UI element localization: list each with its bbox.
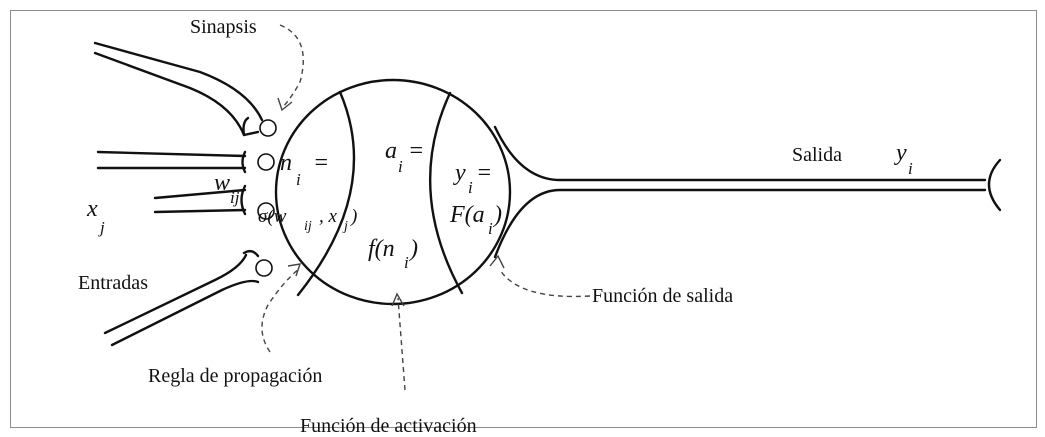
- svg-text:a: a: [385, 138, 397, 164]
- svg-text:i: i: [296, 170, 301, 189]
- input-dendrite-2: [96, 150, 247, 174]
- svg-text:ij: ij: [304, 219, 312, 234]
- svg-text:i: i: [468, 178, 473, 197]
- svg-text:): ): [350, 206, 357, 227]
- propagation-rule-label: Regla de propagación: [148, 365, 322, 387]
- activation-function-label: Función de activación: [300, 415, 477, 437]
- input-dendrite-3: [153, 184, 247, 216]
- net-input-n-i: n i =: [280, 150, 329, 189]
- svg-text:=: =: [408, 138, 424, 164]
- propagation-callout: [261, 267, 301, 353]
- svg-text:F(a: F(a: [449, 202, 485, 228]
- svg-text:): ): [492, 202, 502, 228]
- input-dendrite-1: [93, 41, 264, 137]
- svg-text:=: =: [476, 160, 492, 186]
- svg-text:i: i: [488, 219, 493, 238]
- output-label: Salida: [792, 144, 842, 166]
- axon: [493, 125, 1002, 259]
- propagation-divider: [296, 90, 356, 297]
- output-y-i: y i: [894, 140, 913, 178]
- svg-text:i: i: [908, 159, 913, 178]
- svg-text:, x: , x: [319, 206, 338, 227]
- output-function-callout: [499, 269, 591, 298]
- output-function-callout-arrow: [489, 254, 505, 269]
- svg-text:j: j: [342, 219, 348, 234]
- synapse-circle-2: [257, 153, 275, 171]
- activation-callout: [397, 297, 406, 391]
- svg-text:σ(w: σ(w: [258, 206, 287, 227]
- input-dendrite-4: [103, 249, 260, 347]
- synapse-circle-4: [255, 259, 273, 277]
- inputs-label: Entradas: [78, 272, 148, 294]
- synapse-circle-3: [257, 202, 275, 220]
- svg-text:i: i: [404, 253, 409, 272]
- svg-text:w: w: [214, 170, 230, 196]
- output-divider: [429, 91, 464, 295]
- svg-text:f(n: f(n: [368, 236, 395, 262]
- activation-a-i: a i =: [385, 138, 424, 176]
- activation-f-n-i: f(n i ): [368, 236, 418, 272]
- svg-text:y: y: [894, 140, 907, 166]
- propagation-sigma: σ(w ij , x j ): [258, 206, 357, 234]
- synapse-callout-arrow: [277, 97, 293, 112]
- svg-text:x: x: [86, 196, 98, 222]
- weight-w-ij: w ij: [214, 170, 240, 207]
- synapse-circle-1: [259, 119, 277, 137]
- svg-text:=: =: [313, 150, 329, 176]
- soma-circle: [274, 78, 512, 306]
- activation-callout-arrow: [391, 292, 405, 307]
- svg-text:): ): [408, 236, 418, 262]
- synapse-label: Sinapsis: [190, 16, 257, 38]
- svg-text:j: j: [98, 218, 105, 237]
- svg-text:y: y: [453, 160, 466, 186]
- output-y-i-eq: y i =: [453, 160, 492, 197]
- input-x-j: x j: [86, 196, 105, 237]
- svg-text:n: n: [280, 150, 292, 176]
- propagation-callout-arrow: [287, 263, 302, 277]
- svg-text:i: i: [398, 157, 403, 176]
- output-F-a-i: F(a i ): [449, 202, 502, 238]
- svg-text:ij: ij: [230, 188, 240, 207]
- synapse-callout: [279, 24, 304, 109]
- output-function-label: Función de salida: [592, 285, 733, 307]
